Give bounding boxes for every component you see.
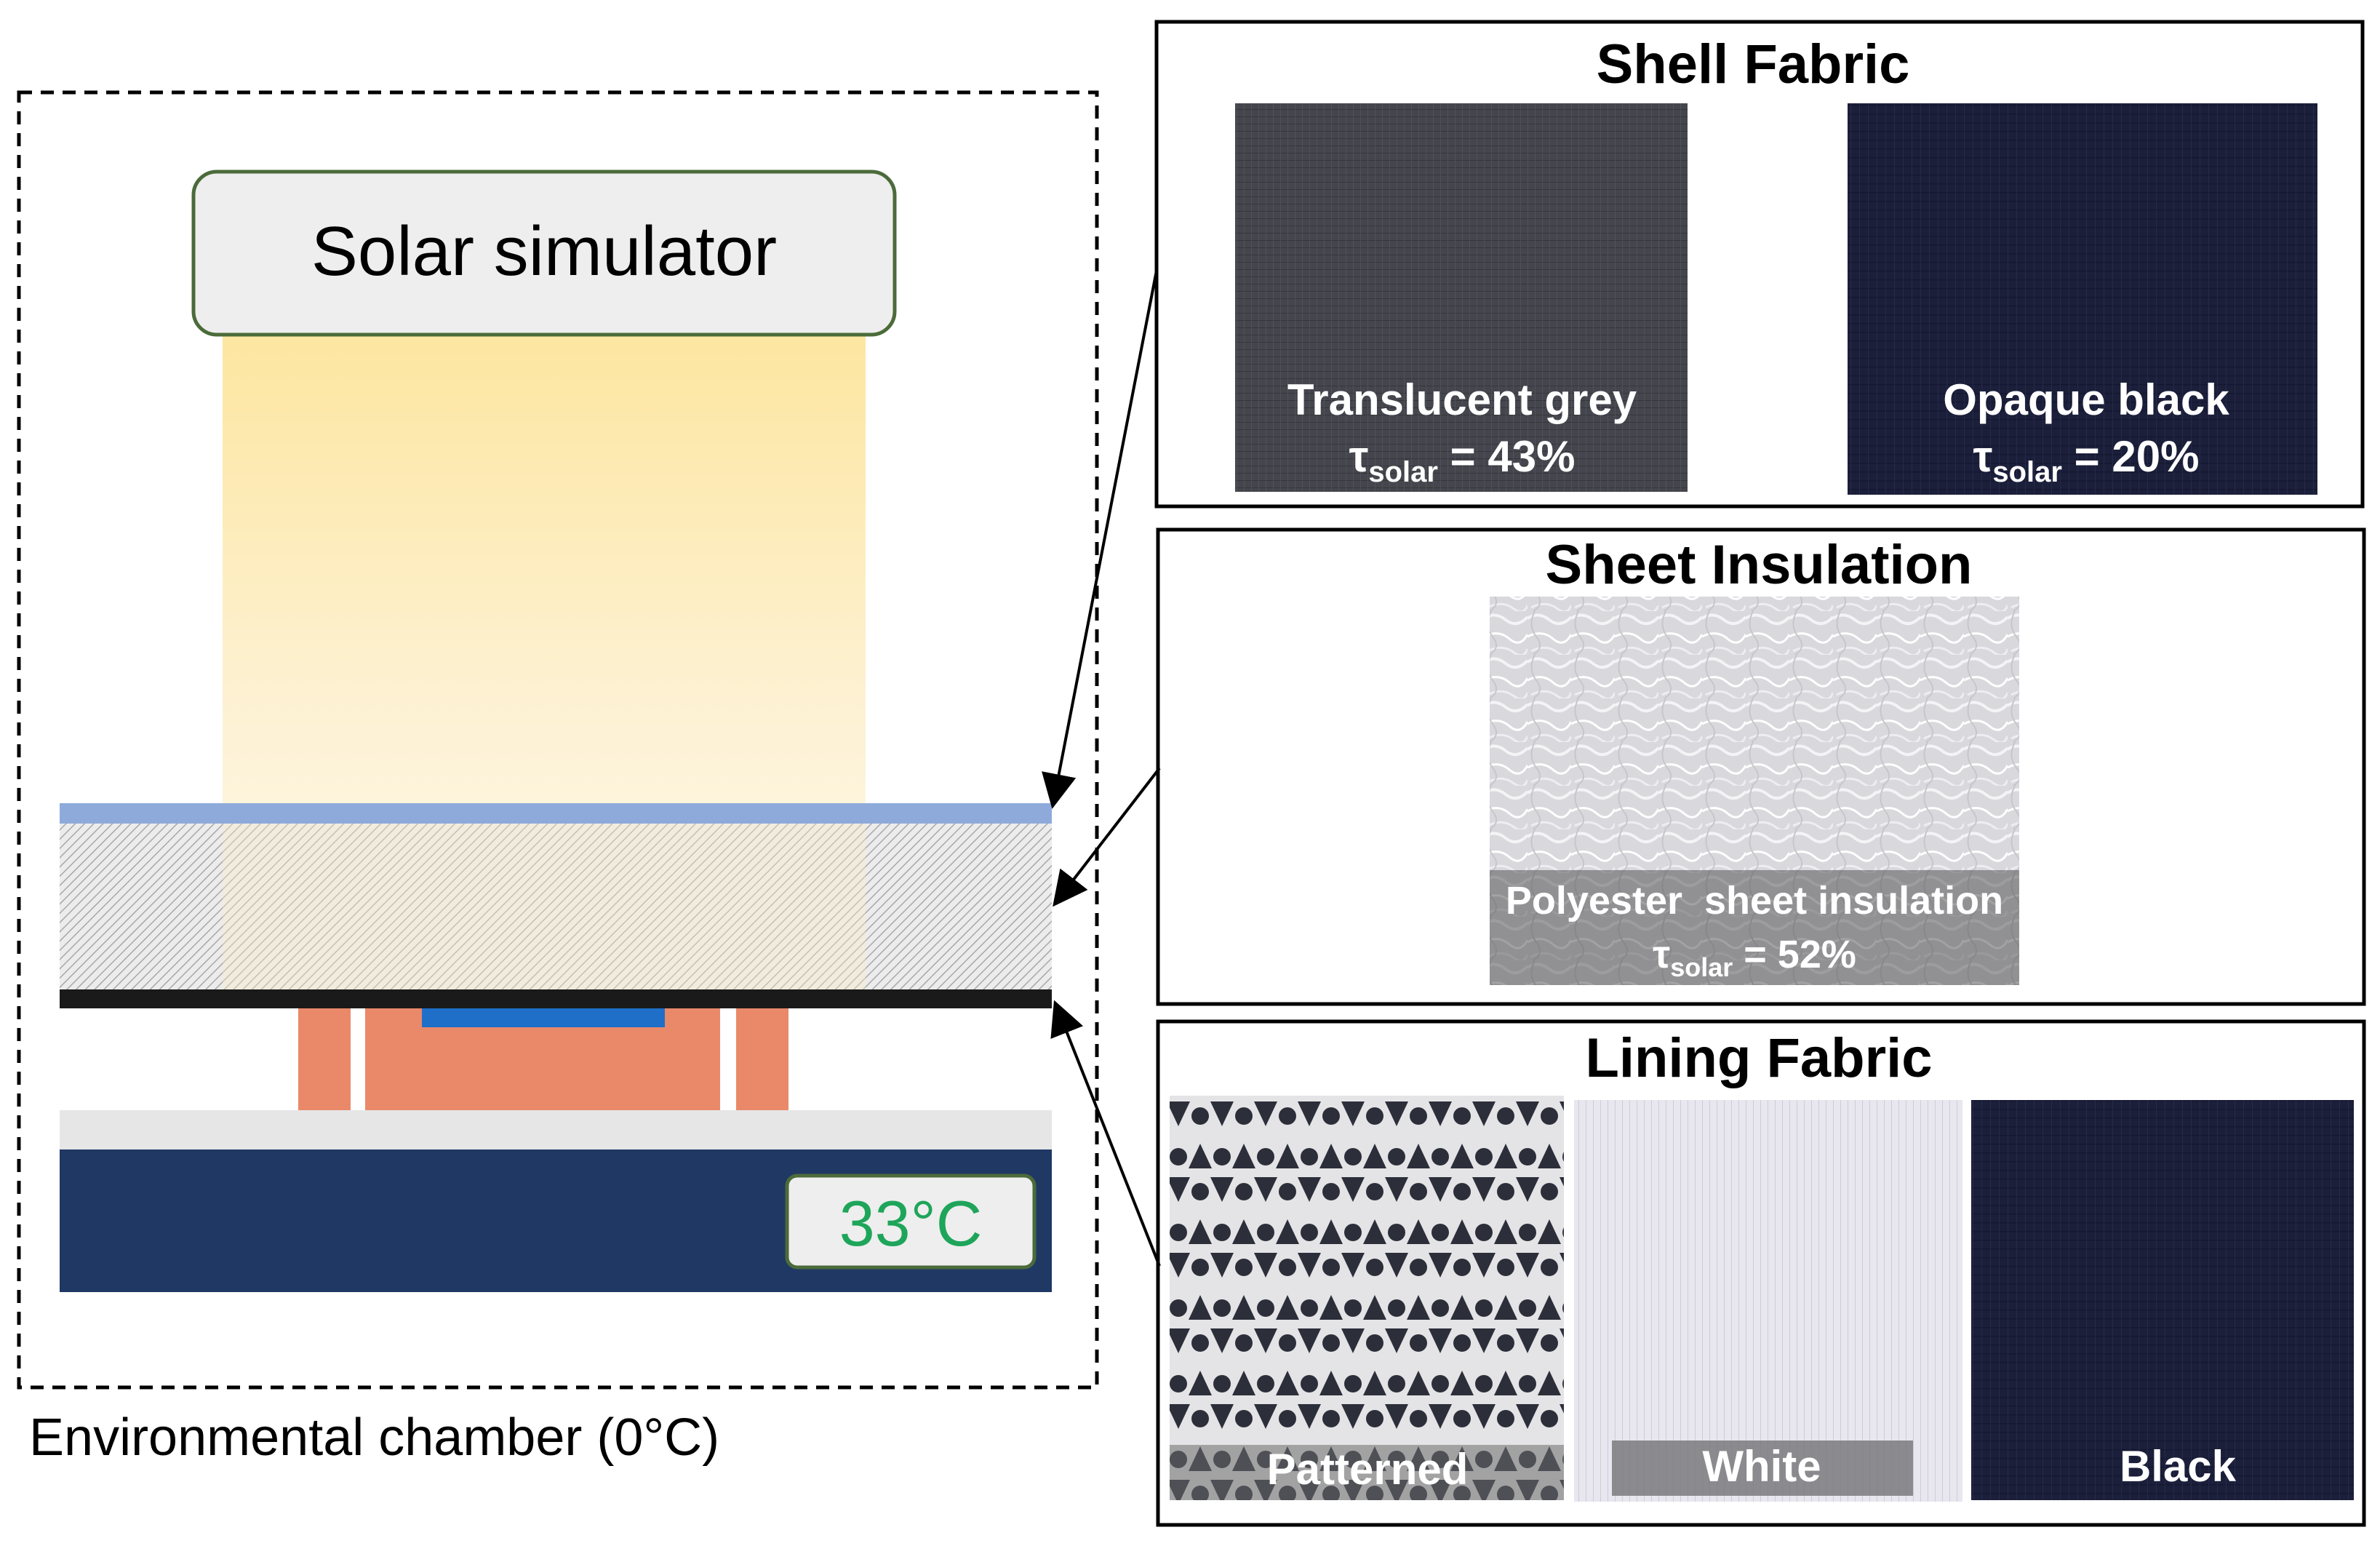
insulation-label-band xyxy=(1490,870,2019,985)
guard-heater-left xyxy=(298,1008,351,1110)
lining-sample-white: White xyxy=(1574,1100,1962,1502)
lining-sample-name: White xyxy=(1702,1442,1821,1491)
lining-sample-name: Black xyxy=(2120,1442,2237,1491)
lining-label-band xyxy=(1170,1445,1564,1500)
chamber-label: Environmental chamber (0°C) xyxy=(29,1408,719,1467)
shell-fabric-title: Shell Fabric xyxy=(1597,33,1910,95)
sheet-insulation-layer xyxy=(60,824,1052,989)
shell-fabric-layer xyxy=(60,803,1052,824)
sheet-insulation-title: Sheet Insulation xyxy=(1546,534,1973,596)
shell-fabric-arrow xyxy=(1042,270,1158,809)
lining-fabric-layer xyxy=(60,989,1052,1008)
lining-sample-name: Patterned xyxy=(1267,1445,1469,1494)
lining-fabric-arrow xyxy=(1050,1000,1161,1267)
lining-sample-patterned: Patterned xyxy=(1170,1096,1564,1500)
shell-sample-name: Translucent grey xyxy=(1287,375,1637,424)
insulation-sample: Polyester sheet insulation τsolar = 52% xyxy=(1490,597,2019,985)
lining-fabric-title: Lining Fabric xyxy=(1585,1027,1932,1089)
insulation-sample-name: Polyester sheet insulation xyxy=(1506,879,2003,923)
cold-plate-top xyxy=(60,1110,1052,1149)
shell-sample-transmittance: τsolar = 20% xyxy=(1973,432,2200,488)
environmental-chamber-boundary xyxy=(17,90,1099,1390)
heat-flux-sensor xyxy=(422,1008,665,1027)
shell-sample-transmittance: τsolar = 43% xyxy=(1349,432,1576,488)
shell-sample-opaque-black: Opaque black τsolar = 20% xyxy=(1848,103,2317,495)
temperature-value: 33°C xyxy=(839,1187,983,1259)
insulation-sample-transmittance: τsolar = 52% xyxy=(1653,933,1856,982)
solar-simulator-label: Solar simulator xyxy=(311,212,777,290)
temperature-display: 33°C xyxy=(785,1174,1037,1270)
lining-sample-black: Black xyxy=(1971,1100,2354,1500)
solar-simulator-box: Solar simulator xyxy=(191,170,897,337)
sheet-insulation-beam-overlay xyxy=(223,824,866,989)
sheet-insulation-arrow xyxy=(1053,767,1161,907)
shell-sample-translucent-grey: Translucent grey τsolar = 43% xyxy=(1235,103,1688,492)
shell-sample-name: Opaque black xyxy=(1943,375,2229,424)
guard-heater-right xyxy=(736,1008,788,1110)
lining-label-band xyxy=(1612,1441,1913,1496)
